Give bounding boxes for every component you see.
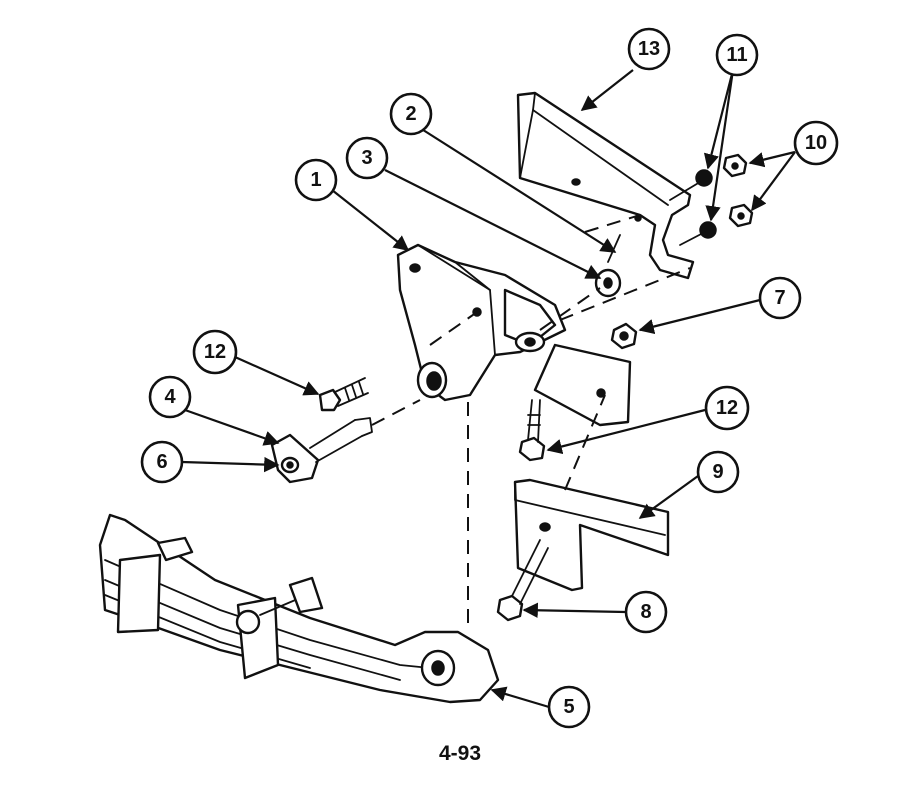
callout-13: 13	[627, 27, 671, 71]
callout-9: 9	[696, 450, 740, 494]
callout-13-number: 13	[638, 38, 660, 60]
leader-lines	[181, 69, 796, 709]
callout-5-number: 5	[563, 696, 574, 718]
callout-3-number: 3	[361, 147, 372, 169]
frame-rail-part-9	[513, 478, 670, 592]
callout-6-number: 6	[156, 451, 167, 473]
bolt-part-12-left	[318, 377, 369, 412]
hanger-plate	[533, 343, 632, 427]
callout-1-number: 1	[310, 169, 321, 191]
callout-5: 5	[547, 685, 591, 729]
callout-8-number: 8	[640, 601, 651, 623]
leaf-spring-part-5	[98, 513, 500, 704]
callout-7: 7	[758, 276, 802, 320]
spring-hanger-part-1	[396, 243, 567, 402]
callout-11-number: 11	[726, 44, 747, 66]
assembly-lines	[371, 181, 706, 630]
figure-label: 4-93	[439, 742, 481, 765]
callout-12-right: 12	[704, 385, 750, 431]
callout-10: 10	[793, 120, 839, 166]
callout-10-number: 10	[805, 132, 827, 154]
callout-11: 11	[715, 33, 759, 77]
callout-1: 1	[294, 158, 338, 202]
callout-3: 3	[345, 136, 389, 180]
callout-4-number: 4	[164, 386, 176, 408]
callout-12-left: 12	[192, 329, 238, 375]
bolt-part-8	[496, 539, 549, 622]
washer-part-6	[280, 456, 300, 474]
callout-12-left-number: 12	[204, 341, 226, 363]
nut-part-7	[610, 322, 638, 350]
lock-washer-part-3	[594, 268, 622, 298]
upper-bracket-part-13	[516, 91, 695, 280]
callout-8: 8	[624, 590, 668, 634]
callout-2-number: 2	[405, 103, 416, 125]
callout-4: 4	[148, 375, 192, 419]
callout-2: 2	[389, 92, 433, 136]
callout-12-right-number: 12	[716, 397, 738, 419]
callout-6: 6	[140, 440, 184, 484]
callout-9-number: 9	[712, 461, 723, 483]
nuts-part-10	[722, 153, 754, 228]
bolt-part-12-right	[518, 399, 546, 462]
callout-7-number: 7	[774, 287, 785, 309]
